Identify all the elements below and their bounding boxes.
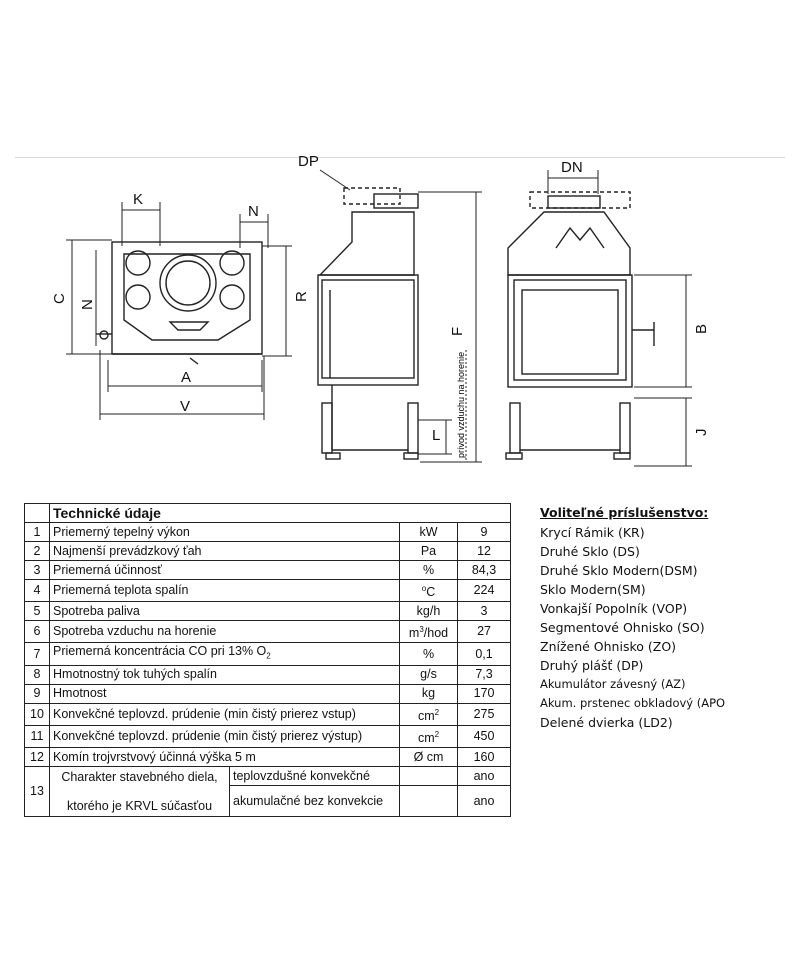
top-view bbox=[96, 241, 263, 365]
top-view-outline bbox=[111, 241, 263, 355]
table-row: 10 Konvekčné teplovzd. prúdenie (min čis… bbox=[24, 702, 512, 726]
table-row: 11 Konvekčné teplovzd. prúdenie (min čis… bbox=[24, 724, 512, 749]
dim-label-r: R bbox=[293, 291, 310, 302]
accessories-title: Voliteľné príslušenstvo: bbox=[540, 505, 709, 520]
table-title-row: Technické údaje bbox=[24, 503, 512, 523]
front-foot-left bbox=[505, 452, 523, 460]
accessories-list: Krycí Rámik (KR) Druhé Sklo (DS) Druhé S… bbox=[540, 523, 790, 732]
table-row: 4 Priemerná teplota spalín oC 224 bbox=[24, 578, 512, 603]
table-row: 2 Najmenší prevádzkový ťah Pa 12 bbox=[24, 541, 512, 561]
front-view bbox=[505, 191, 655, 460]
dim-label-n-top: N bbox=[248, 203, 259, 220]
optional-accessories: Voliteľné príslušenstvo: Krycí Rámik (KR… bbox=[540, 505, 790, 732]
front-hood bbox=[507, 211, 631, 276]
technical-data-table: Technické údaje 1 Priemerný tepelný výko… bbox=[24, 503, 512, 818]
top-baffle bbox=[168, 321, 210, 331]
side-foot-right bbox=[403, 452, 419, 460]
dim-label-b: B bbox=[693, 324, 710, 334]
list-item: Delené dvierka (LD2) bbox=[540, 715, 673, 730]
list-item: Druhý plášť (DP) bbox=[540, 658, 644, 673]
list-item: Segmentové Ohnisko (SO) bbox=[540, 620, 705, 635]
side-view-dimensions bbox=[319, 169, 482, 463]
technical-drawing: K N C N R A V DP F L prívod vzduchu na h… bbox=[0, 150, 800, 490]
side-foot-left bbox=[325, 452, 341, 460]
vent-hole-4 bbox=[219, 284, 245, 310]
list-item: Druhé Sklo Modern(DSM) bbox=[540, 563, 698, 578]
table-row: 9 Hmotnost kg 170 bbox=[24, 683, 512, 704]
front-firebox bbox=[507, 274, 633, 388]
dim-label-l: L bbox=[432, 427, 440, 444]
flue-inner bbox=[165, 260, 211, 306]
table-row: 1 Priemerný tepelný výkon kW 9 bbox=[24, 522, 512, 542]
table-row: 6 Spotreba vzduchu na horenie m3/hod 27 bbox=[24, 620, 512, 644]
fireplace-drawing-svg: K N C N R A V DP F L prívod vzduchu na h… bbox=[51, 153, 710, 467]
table-row-13b: akumulačné bez konvekcie ano bbox=[25, 785, 512, 818]
list-item: Znížené Ohnisko (ZO) bbox=[540, 639, 677, 654]
dim-label-v: V bbox=[180, 398, 190, 415]
list-item: Vonkajší Popolník (VOP) bbox=[540, 601, 688, 616]
side-hood bbox=[318, 211, 415, 276]
side-leg-left bbox=[321, 402, 333, 454]
top-view-dimensions bbox=[66, 202, 292, 420]
list-item: Akumulátor závesný (AZ) bbox=[540, 677, 686, 691]
table-row: 7 Priemerná koncentrácia CO pri 13% O2 %… bbox=[24, 642, 512, 666]
list-item: Sklo Modern(SM) bbox=[540, 582, 646, 597]
flue-dashed bbox=[343, 187, 401, 205]
vent-hole-1 bbox=[125, 250, 151, 276]
front-leg-left bbox=[509, 402, 521, 454]
flue-collar bbox=[159, 254, 217, 312]
table-row: 8 Hmotnostný tok tuhých spalín g/s 7,3 bbox=[24, 664, 512, 685]
air-supply-label: prívod vzduchu na horenie bbox=[456, 352, 466, 458]
table-row: 3 Priemerná účinnosť % 84,3 bbox=[24, 560, 512, 580]
side-view bbox=[317, 187, 419, 460]
dim-label-f: F bbox=[449, 327, 466, 336]
vent-hole-3 bbox=[219, 250, 245, 276]
table-row-13: 13 Charakter stavebného diela, ktorého j… bbox=[24, 766, 512, 818]
handle-knob bbox=[99, 330, 109, 340]
front-leg-right bbox=[619, 402, 631, 454]
logo-mark bbox=[555, 226, 605, 249]
dim-label-dp: DP bbox=[298, 153, 319, 170]
list-item: Druhé Sklo (DS) bbox=[540, 544, 640, 559]
dim-label-dn: DN bbox=[561, 159, 583, 176]
table-title: Technické údaje bbox=[48, 503, 512, 523]
vent-hole-2 bbox=[125, 284, 151, 310]
separator-line bbox=[15, 157, 785, 158]
front-foot-right bbox=[613, 452, 631, 460]
front-view-dimensions bbox=[547, 170, 692, 467]
top-view-body bbox=[123, 253, 251, 341]
table-row: 5 Spotreba paliva kg/h 3 bbox=[24, 601, 512, 622]
front-glass bbox=[521, 289, 619, 375]
dim-label-k: K bbox=[133, 191, 143, 208]
dim-label-a: A bbox=[181, 369, 191, 386]
side-leg-right bbox=[407, 402, 419, 454]
front-flue-dashed bbox=[529, 191, 631, 209]
dim-label-n-side: N bbox=[79, 299, 96, 310]
dim-label-c: C bbox=[51, 293, 68, 304]
side-firebox bbox=[317, 274, 419, 386]
table-row: 12 Komín trojvrstvový účinná výška 5 m Ø… bbox=[24, 747, 512, 768]
list-item: Akum. prstenec obkladový (APO bbox=[540, 696, 726, 710]
list-item: Krycí Rámik (KR) bbox=[540, 525, 645, 540]
dim-label-j: J bbox=[693, 429, 710, 437]
